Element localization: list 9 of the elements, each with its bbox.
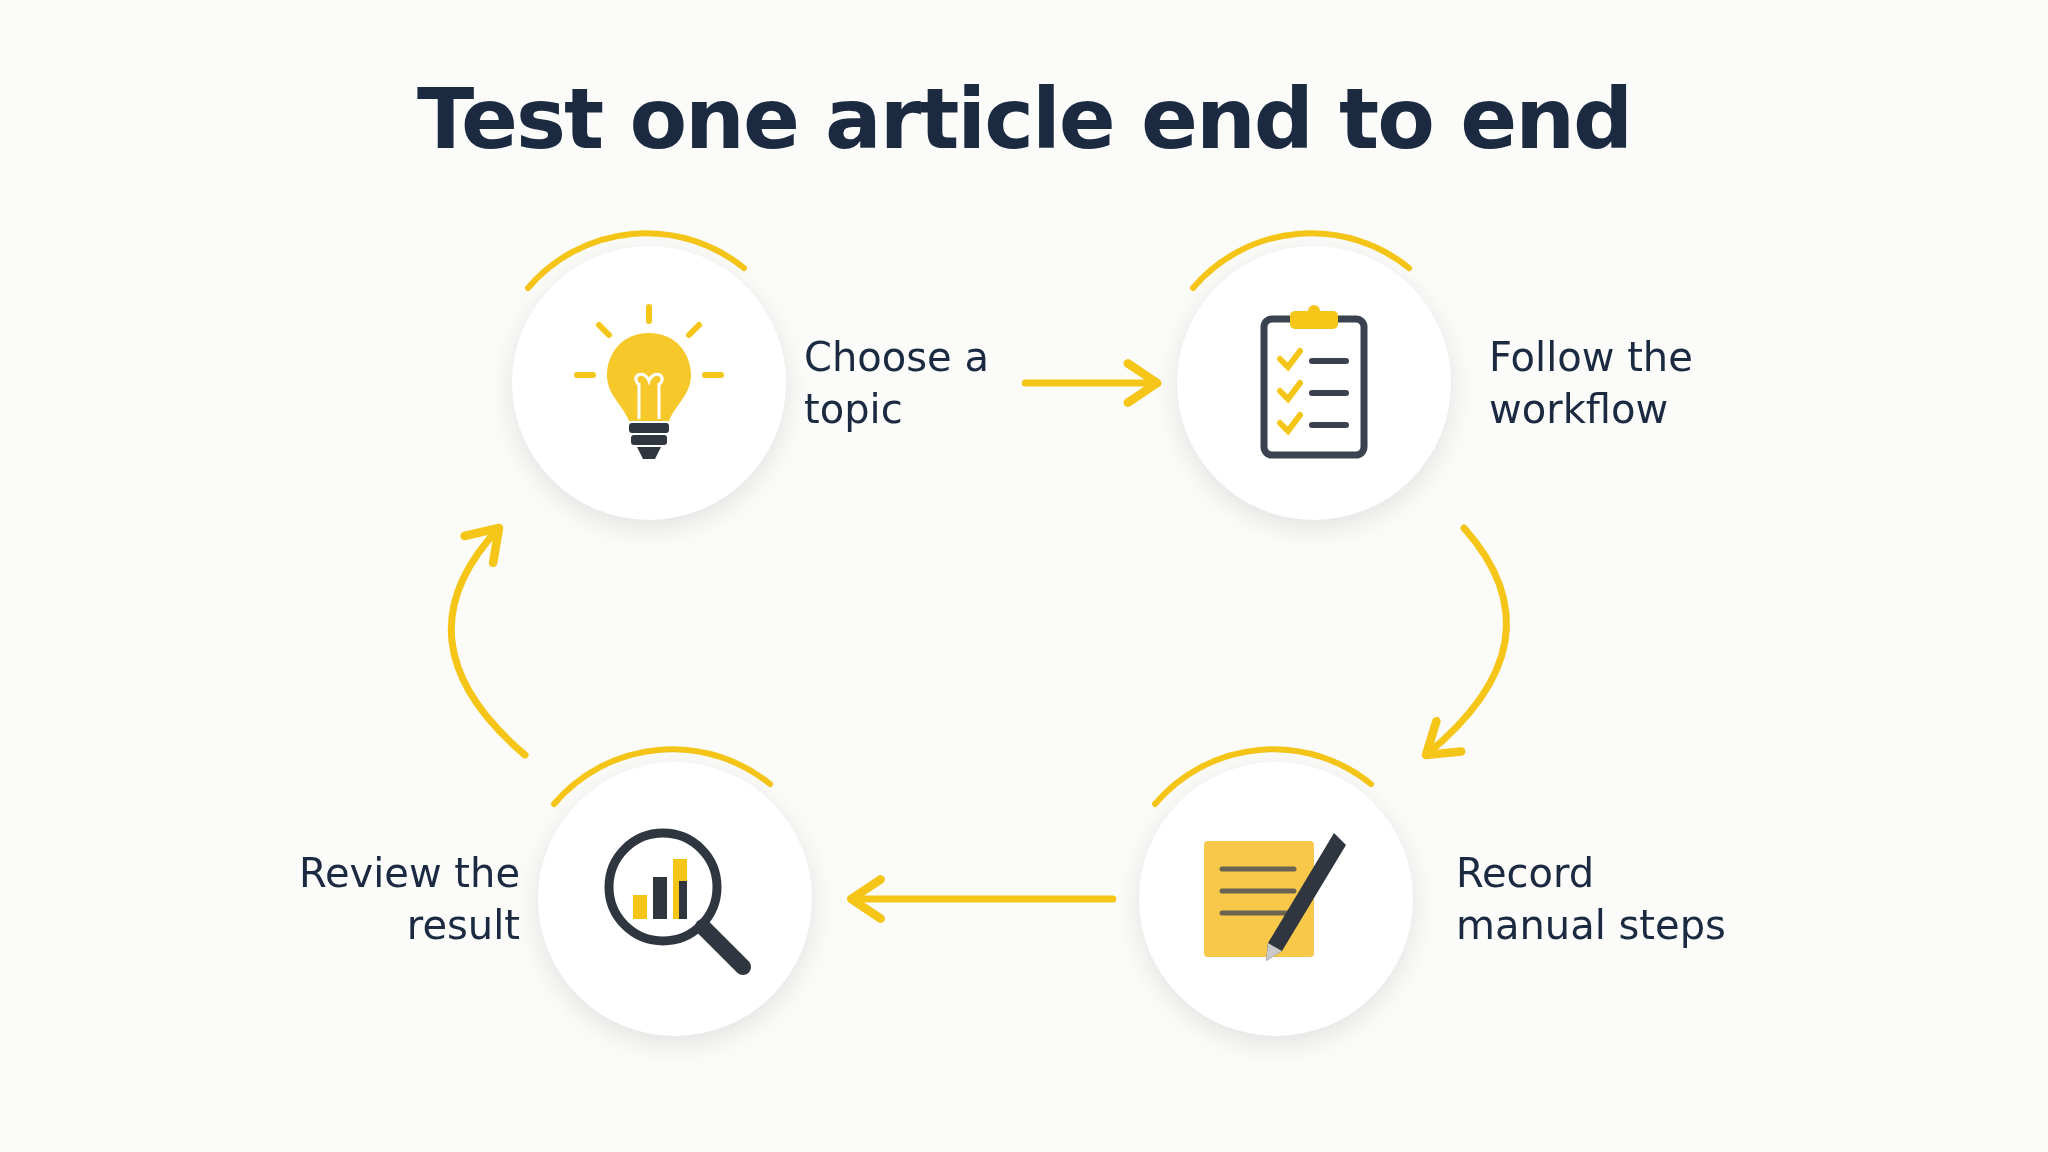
arrow [448,523,529,759]
step-label: Record manual steps [1456,849,1727,950]
title: Test one article end to end [415,70,1633,168]
arrow [1021,359,1162,407]
arrow [1421,524,1510,760]
step-label: Review the result [297,849,520,950]
arrow [846,875,1117,923]
step-label: Follow the workflow [1489,333,1694,434]
step-label: Choose a topic [804,333,990,434]
